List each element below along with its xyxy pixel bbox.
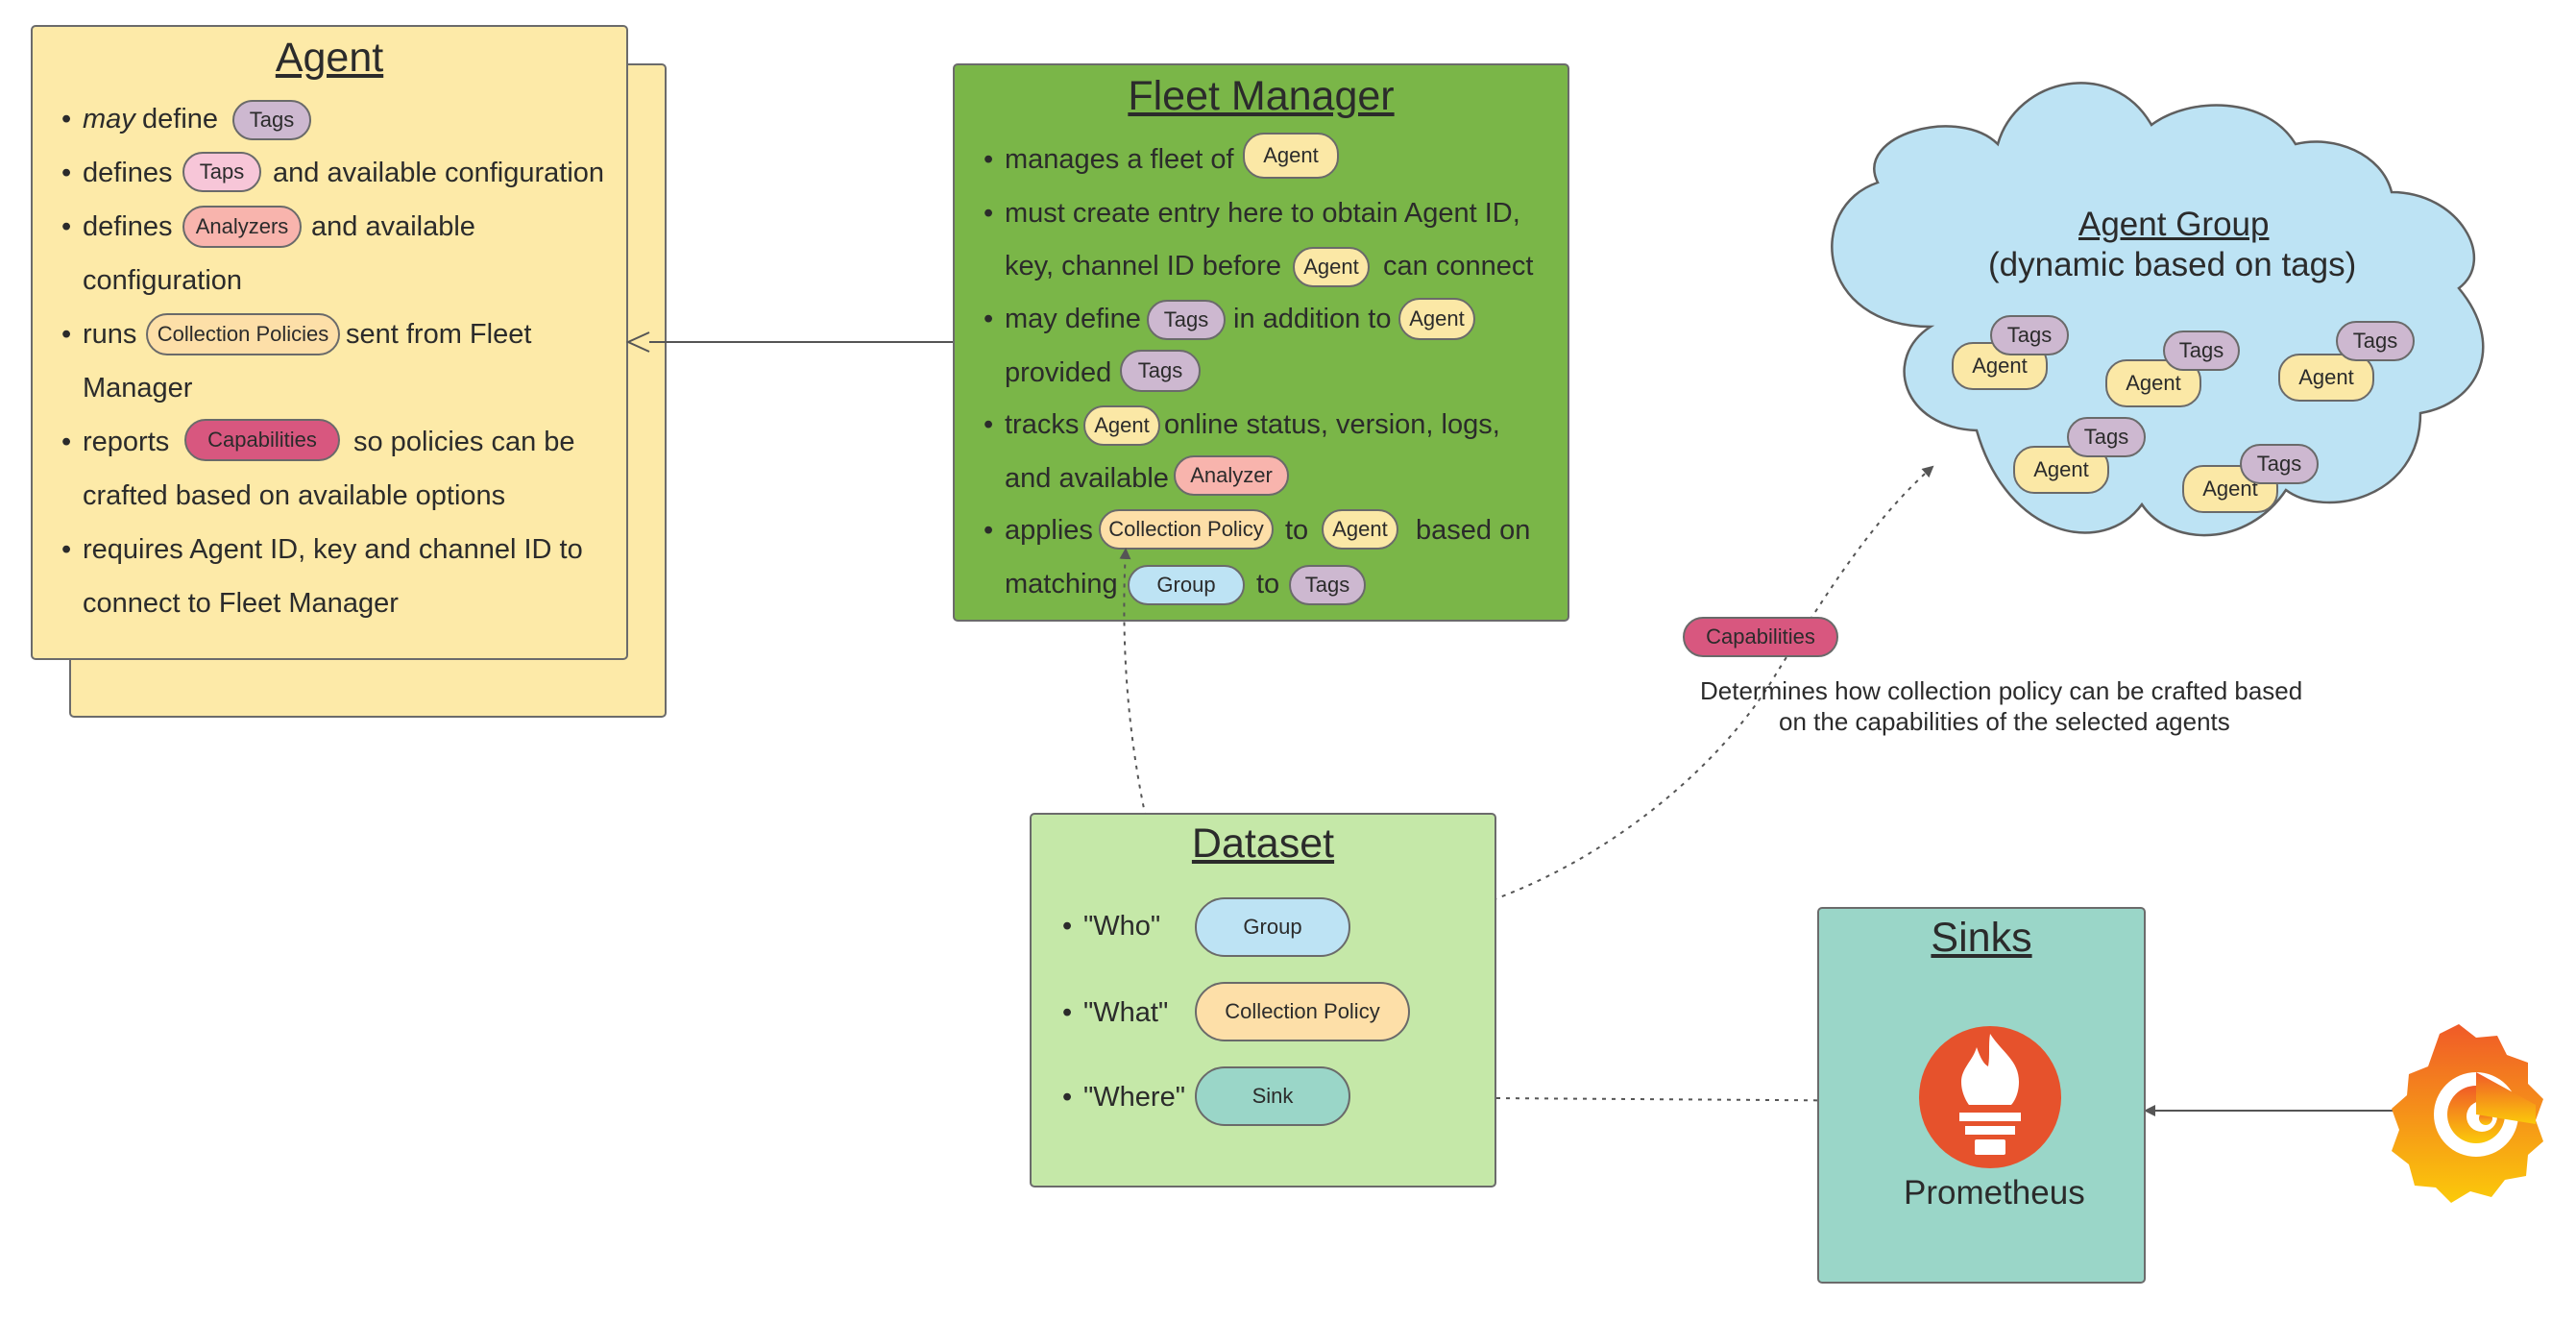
sinks-title: Sinks	[1931, 915, 2032, 961]
bullet: •	[1062, 997, 1073, 1028]
fm-item2-post: can connect	[1383, 251, 1534, 282]
collection-policy-pill: Collection Policy	[1195, 982, 1410, 1041]
collection-policies-pill: Collection Policies	[146, 313, 340, 355]
dataset-row-label: "What"	[1083, 997, 1169, 1028]
agent-item6-text: requires Agent ID, key and channel ID to	[83, 534, 583, 565]
bullet: •	[61, 104, 72, 135]
grafana-icon	[2392, 1024, 2543, 1203]
agent-pill: Agent	[1293, 247, 1370, 287]
taps-pill: Taps	[182, 152, 261, 192]
tags-pill: Tags	[2336, 321, 2415, 361]
agent-item4-post: sent from Fleet	[346, 319, 532, 350]
tags-pill: Tags	[2240, 444, 2319, 484]
dataset-title: Dataset	[1191, 820, 1335, 867]
bullet: •	[984, 144, 994, 175]
agent-title: Agent	[275, 35, 384, 81]
fm-item2-line1: must create entry here to obtain Agent I…	[1005, 198, 1520, 229]
dataset-row-label: "Where"	[1083, 1082, 1186, 1113]
tags-pill: Tags	[1289, 565, 1366, 605]
bullet: •	[1062, 911, 1073, 942]
agent-item2-post: and available configuration	[273, 158, 605, 188]
bullet: •	[61, 427, 72, 457]
tags-pill: Tags	[2067, 417, 2146, 457]
agent-group-subtitle: (dynamic based on tags)	[1988, 246, 2357, 283]
agent-item3-cont: configuration	[83, 265, 243, 296]
agent-item3-pre: defines	[83, 211, 173, 242]
fm-item3-cont: provided	[1005, 357, 1112, 388]
agent-pill: Agent	[2182, 465, 2278, 513]
fm-item5-cont: matching	[1005, 569, 1118, 600]
bullet: •	[984, 409, 994, 440]
fm-item5-mid2: to	[1256, 569, 1280, 600]
prometheus-icon	[1919, 1026, 2061, 1168]
group-pill: Group	[1128, 565, 1245, 605]
prometheus-label: Prometheus	[1904, 1174, 2085, 1212]
agent-pill: Agent	[1398, 298, 1475, 340]
agent-item4-pre: runs	[83, 319, 137, 350]
agent-item2-pre: defines	[83, 158, 173, 188]
agent-item5-post: so policies can be	[353, 427, 575, 457]
bullet: •	[61, 158, 72, 188]
capabilities-note-line1: Determines how collection policy can be …	[1700, 676, 2303, 705]
collection-policy-pill: Collection Policy	[1099, 509, 1274, 550]
bullet: •	[61, 534, 72, 565]
analyzers-pill: Analyzers	[182, 206, 302, 248]
capabilities-note-line2: on the capabilities of the selected agen…	[1779, 707, 2230, 736]
tags-pill: Tags	[2163, 330, 2240, 371]
bullet: •	[61, 211, 72, 242]
bullet: •	[984, 198, 994, 229]
group-pill: Group	[1195, 897, 1350, 957]
agent-pill: Agent	[1322, 509, 1398, 550]
capabilities-pill: Capabilities	[184, 419, 340, 461]
agent-group-cloud	[1831, 82, 2485, 537]
agent-item6-cont: connect to Fleet Manager	[83, 588, 399, 619]
sink-link	[1351, 1094, 1915, 1107]
sink-pill: Sink	[1195, 1066, 1350, 1126]
tags-pill: Tags	[232, 100, 311, 140]
bullet: •	[1062, 1082, 1073, 1113]
fm-item5-mid: to	[1285, 515, 1309, 546]
agent-pill: Agent	[1083, 405, 1160, 446]
agent-group-title: Agent Group	[2078, 206, 2270, 243]
fm-item5-post: based on	[1416, 515, 1531, 546]
fm-item3-pre: may define	[1005, 304, 1141, 334]
fm-item5-pre: applies	[1005, 515, 1093, 546]
agent-pill: Agent	[1243, 133, 1339, 179]
tags-pill: Tags	[1147, 300, 1226, 340]
fm-item1-pre: manages a fleet of	[1005, 144, 1234, 175]
tags-pill: Tags	[1120, 350, 1201, 392]
agent-item1-text: define	[142, 104, 219, 135]
capabilities-pill: Capabilities	[1683, 617, 1838, 657]
dataset-row-label: "Who"	[1083, 911, 1161, 942]
agent-item1-em: may	[83, 104, 135, 135]
fm-item4-cont: and available	[1005, 463, 1169, 494]
fm-item2-pre: key, channel ID before	[1005, 251, 1282, 282]
agent-pill: Agent	[2278, 354, 2374, 402]
analyzer-pill: Analyzer	[1174, 455, 1289, 496]
fm-item3-mid: in addition to	[1233, 304, 1392, 334]
fleet-manager-title: Fleet Manager	[1128, 73, 1395, 119]
bullet: •	[61, 319, 72, 350]
agent-item5-cont: crafted based on available options	[83, 480, 506, 511]
tags-pill: Tags	[1990, 315, 2069, 355]
bullet: •	[984, 515, 994, 546]
fm-item4-pre: tracks	[1005, 409, 1080, 440]
crowfoot-end	[625, 331, 650, 353]
agent-item4-cont: Manager	[83, 373, 193, 404]
bullet: •	[984, 304, 994, 334]
agent-item3-post: and available	[311, 211, 475, 242]
fm-item4-post: online status, version, logs,	[1164, 409, 1500, 440]
agent-item5-pre: reports	[83, 427, 170, 457]
